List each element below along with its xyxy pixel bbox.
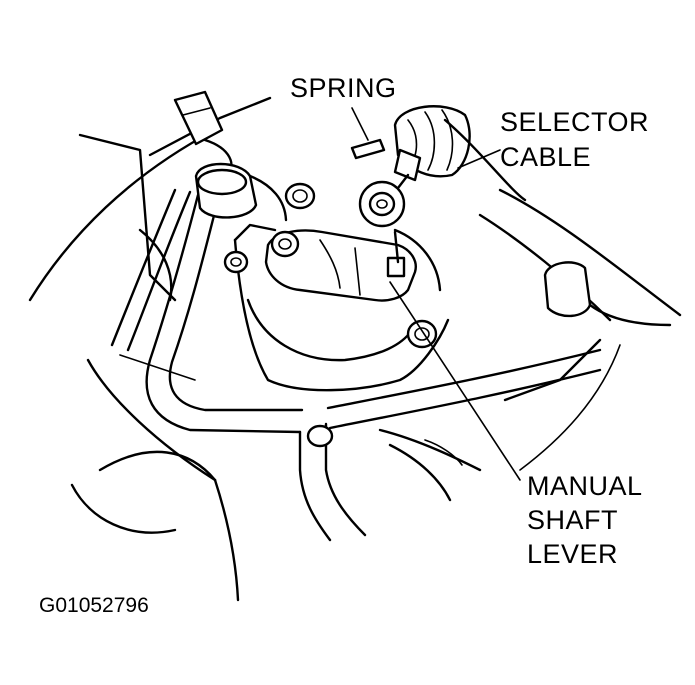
spring-label: SPRING bbox=[290, 73, 397, 103]
lever-label: LEVER bbox=[527, 539, 619, 569]
selector-label: SELECTOR bbox=[500, 107, 650, 137]
cable-label: CABLE bbox=[500, 142, 592, 172]
cooler-pipes bbox=[110, 188, 602, 434]
selector-cable-part bbox=[358, 105, 527, 264]
shift-housing bbox=[233, 223, 450, 392]
selector-cable-leader bbox=[457, 149, 501, 169]
crossmember bbox=[298, 422, 482, 542]
pipe-fitting bbox=[194, 162, 316, 222]
shaft-label: SHAFT bbox=[527, 505, 619, 535]
spring-leader bbox=[351, 107, 369, 141]
manual-shaft-lever-part bbox=[264, 229, 417, 302]
manual-shaft-lever-leader bbox=[389, 281, 521, 481]
right-mount bbox=[478, 188, 682, 471]
leader-lines bbox=[351, 107, 521, 481]
figure-id: G01052796 bbox=[39, 594, 149, 617]
manual-label: MANUAL bbox=[527, 471, 643, 501]
transmission-case-outline bbox=[28, 96, 272, 602]
spring-clip bbox=[350, 138, 386, 160]
